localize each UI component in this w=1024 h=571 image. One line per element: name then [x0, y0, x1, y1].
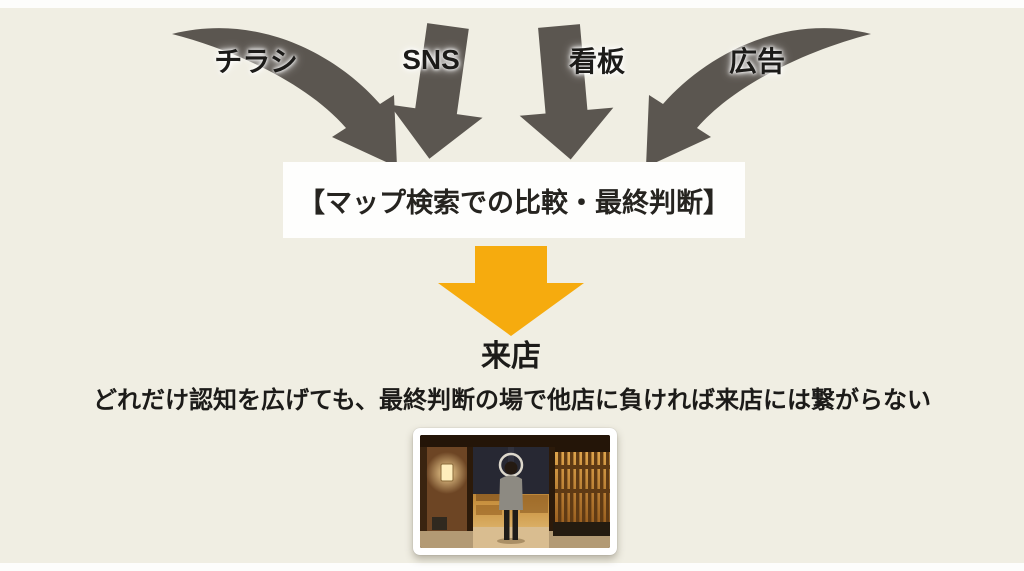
arrow-chirashi-icon — [172, 28, 397, 167]
restaurant-entrance-photo — [413, 428, 617, 555]
channel-label-kanban: 看板 — [568, 46, 626, 77]
comparison-box-label: 【マップ検索での比較・最終判断】 — [298, 187, 730, 218]
channel-label-sns: SNS — [402, 44, 460, 75]
restaurant-entrance-illustration — [420, 435, 610, 548]
bottom-letterbox — [0, 563, 1024, 571]
outcome-label: 来店 — [481, 340, 541, 373]
arrow-outcome-icon — [438, 246, 584, 336]
channel-label-chirashi: チラシ — [214, 46, 298, 77]
caption-text: どれだけ認知を広げても、最終判断の場で他店に負ければ来店には繋がらない — [92, 387, 932, 414]
channel-label-koukoku: 広告 — [728, 46, 786, 77]
comparison-box: 【マップ検索での比較・最終判断】 — [283, 162, 745, 238]
arrow-sns-icon — [389, 23, 483, 159]
top-letterbox — [0, 0, 1024, 8]
arrow-koukoku-icon — [646, 28, 871, 167]
arrow-kanban-icon — [519, 24, 614, 160]
